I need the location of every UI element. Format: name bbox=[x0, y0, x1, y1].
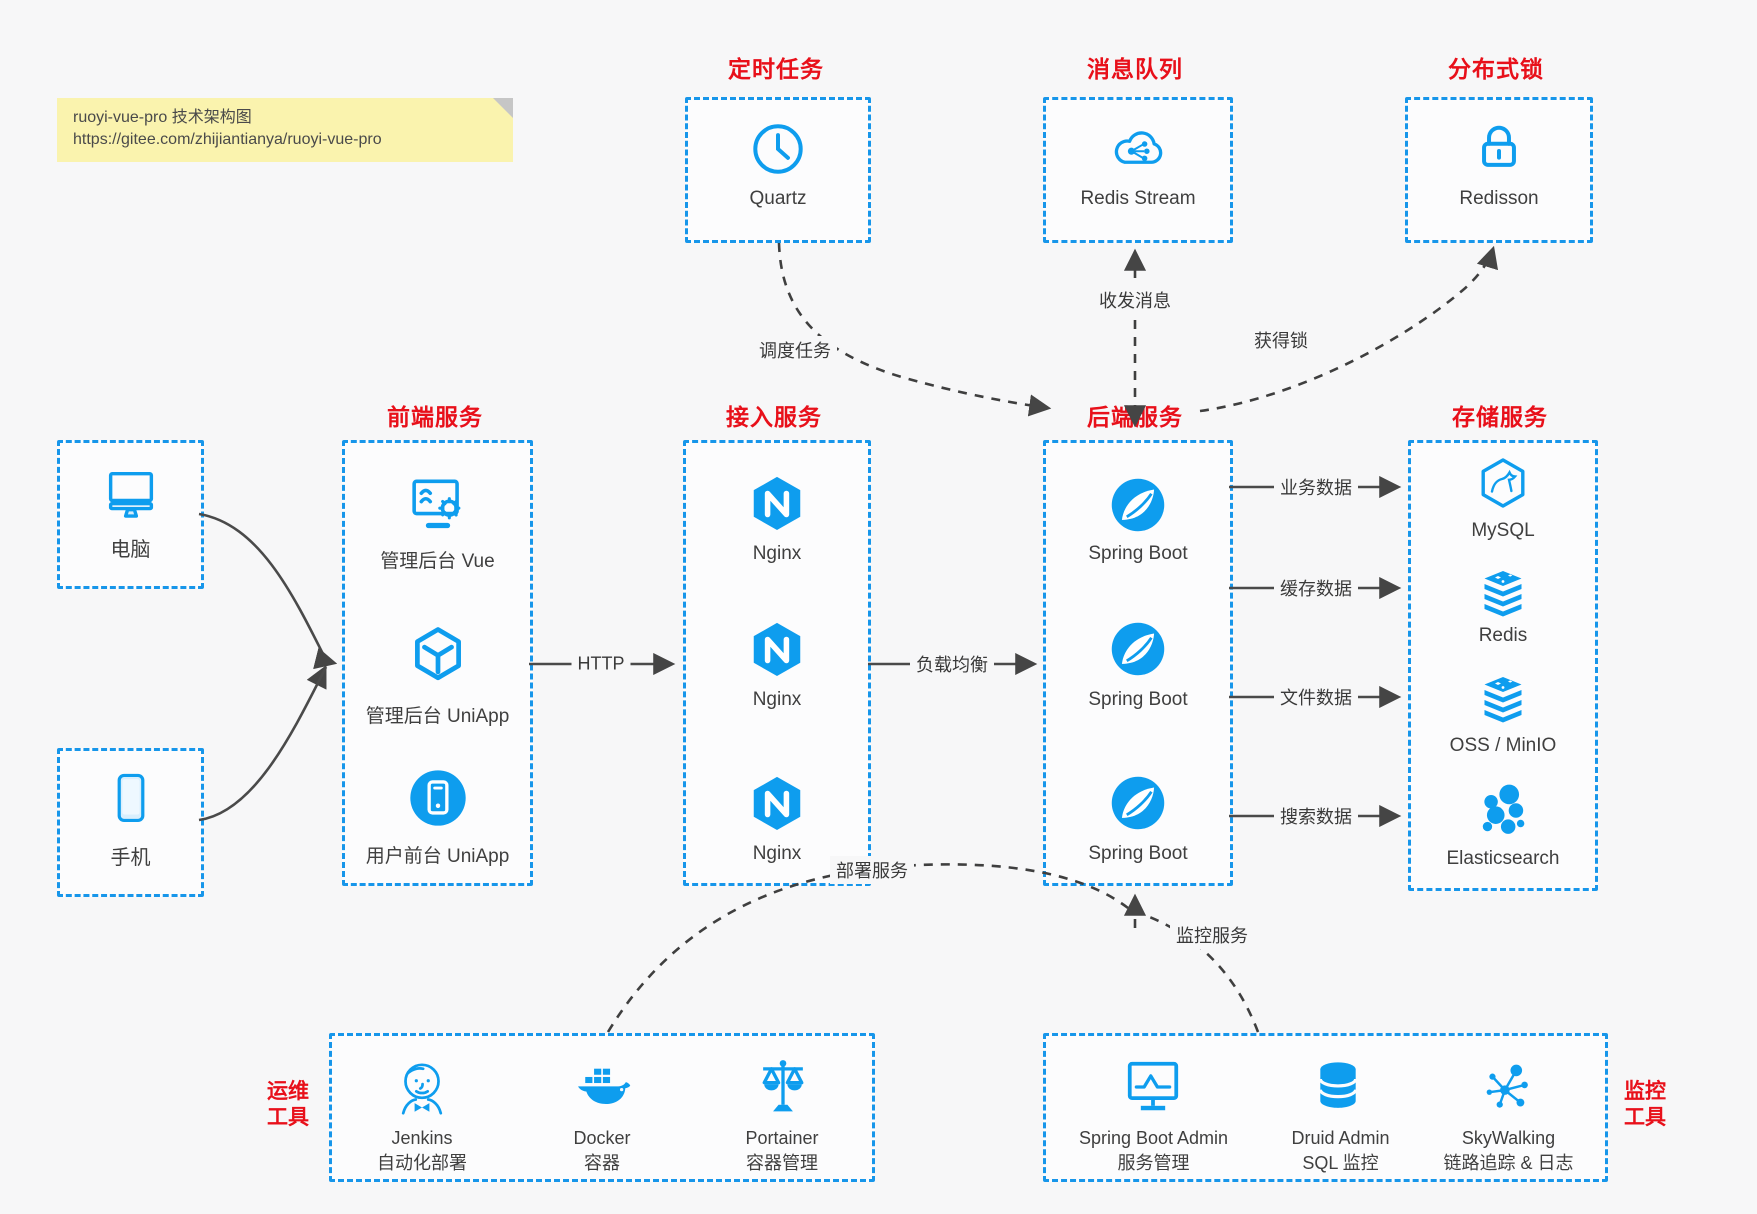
ops-item-desc: 自动化部署 bbox=[377, 1153, 467, 1173]
spring-boot-admin-icon bbox=[1127, 1061, 1179, 1111]
monitor-item-desc: SQL 监控 bbox=[1302, 1153, 1379, 1173]
computer-client-box: 电脑 bbox=[57, 440, 204, 589]
spring-boot-icon bbox=[1111, 776, 1165, 830]
docker-icon bbox=[576, 1068, 631, 1104]
portainer-scales-icon bbox=[762, 1060, 804, 1112]
gateway-item-label: Nginx bbox=[752, 543, 802, 564]
backend-item-label: Spring Boot bbox=[1088, 543, 1188, 564]
ops-item-name: Jenkins bbox=[391, 1128, 453, 1148]
scheduler-box: Quartz bbox=[685, 97, 871, 243]
monitor-item-name: Druid Admin bbox=[1291, 1128, 1390, 1148]
storage-item-label: MySQL bbox=[1471, 520, 1535, 541]
gateway-box: Nginx Nginx Nginx bbox=[683, 440, 871, 886]
cache-data-label: 缓存数据 bbox=[1274, 574, 1358, 602]
load-balance-label: 负载均衡 bbox=[910, 650, 994, 678]
scheduler-item-label: Quartz bbox=[749, 188, 807, 209]
vue-admin-icon bbox=[411, 479, 460, 529]
storage-item-label: OSS / MinIO bbox=[1449, 735, 1557, 756]
phone-client-box: 手机 bbox=[57, 748, 204, 897]
jenkins-icon bbox=[401, 1063, 443, 1115]
frontend-item-label: 管理后台 Vue bbox=[380, 551, 495, 572]
oss-minio-icon bbox=[1484, 677, 1522, 723]
ops-item-name: Docker bbox=[573, 1128, 631, 1148]
druid-database-icon bbox=[1318, 1062, 1358, 1108]
computer-label: 电脑 bbox=[110, 539, 151, 561]
phone-icon bbox=[117, 773, 144, 823]
deploy-service-label: 部署服务 bbox=[830, 856, 914, 884]
computer-icon bbox=[108, 472, 153, 518]
redis-icon bbox=[1484, 571, 1522, 617]
acquire-lock-curve bbox=[1199, 245, 1499, 413]
lock-item-label: Redisson bbox=[1459, 188, 1539, 209]
backend-item-label: Spring Boot bbox=[1088, 689, 1188, 710]
nginx-icon bbox=[753, 476, 801, 531]
nginx-icon bbox=[753, 776, 801, 831]
gateway-title: 接入服务 bbox=[726, 404, 822, 430]
uniapp-cube-icon bbox=[414, 627, 461, 681]
scheduler-title: 定时任务 bbox=[728, 56, 824, 82]
queue-item-label: Redis Stream bbox=[1080, 188, 1196, 209]
clock-icon bbox=[753, 124, 803, 174]
spring-boot-icon bbox=[1111, 478, 1165, 532]
storage-item-label: Elasticsearch bbox=[1446, 848, 1560, 869]
ops-item-desc: 容器 bbox=[584, 1153, 620, 1173]
monitor-tools-title: 监控 工具 bbox=[1624, 1080, 1666, 1129]
ops-item-desc: 容器管理 bbox=[746, 1153, 818, 1173]
note-fold-corner bbox=[493, 98, 513, 118]
deploy-service-curve bbox=[606, 863, 1129, 1033]
frontend-item-label: 管理后台 UniApp bbox=[365, 706, 510, 727]
business-data-label: 业务数据 bbox=[1274, 473, 1358, 501]
queue-title: 消息队列 bbox=[1087, 56, 1183, 82]
cloud-stream-icon bbox=[1114, 131, 1163, 164]
storage-item-label: Redis bbox=[1478, 625, 1528, 646]
lock-icon bbox=[1482, 125, 1516, 167]
file-data-label: 文件数据 bbox=[1274, 683, 1358, 711]
storage-title: 存储服务 bbox=[1452, 404, 1548, 430]
backend-title: 后端服务 bbox=[1087, 404, 1183, 430]
frontend-item-label: 用户前台 UniApp bbox=[365, 846, 510, 867]
backend-item-label: Spring Boot bbox=[1088, 843, 1188, 864]
send-receive-message-label: 收发消息 bbox=[1093, 286, 1177, 314]
monitor-item-desc: 服务管理 bbox=[1117, 1153, 1190, 1173]
backend-box: Spring Boot Spring Boot Spring Boot bbox=[1043, 440, 1233, 886]
mysql-icon bbox=[1481, 458, 1525, 508]
elasticsearch-icon bbox=[1482, 784, 1525, 834]
schedule-task-label: 调度任务 bbox=[753, 336, 837, 364]
lock-title: 分布式锁 bbox=[1448, 56, 1544, 82]
spring-boot-icon bbox=[1111, 622, 1165, 676]
nginx-icon bbox=[753, 622, 801, 677]
frontend-title: 前端服务 bbox=[387, 404, 483, 430]
user-app-icon bbox=[409, 770, 466, 826]
storage-box: MySQL Redis bbox=[1408, 440, 1598, 891]
schedule-task-curve bbox=[777, 242, 1052, 417]
monitor-item-desc: 链路追踪 & 日志 bbox=[1443, 1153, 1574, 1173]
monitor-item-name: SkyWalking bbox=[1461, 1128, 1556, 1148]
phone-label: 手机 bbox=[110, 847, 151, 869]
ops-item-name: Portainer bbox=[745, 1128, 819, 1148]
gateway-item-label: Nginx bbox=[752, 689, 802, 710]
monitor-item-name: Spring Boot Admin bbox=[1078, 1128, 1229, 1148]
frontend-box: 管理后台 Vue 管理后台 UniApp 用户前台 UniApp bbox=[342, 440, 533, 886]
ops-tools-box: Jenkins 自动化部署 Docker 容器 bbox=[329, 1033, 875, 1182]
note-title: ruoyi-vue-pro 技术架构图 bbox=[73, 109, 252, 126]
sticky-note: ruoyi-vue-pro 技术架构图 https://gitee.com/zh… bbox=[57, 98, 513, 162]
ops-tools-title: 运维 工具 bbox=[267, 1080, 309, 1129]
monitor-tools-box: Spring Boot Admin 服务管理 Druid Admin SQL 监… bbox=[1043, 1033, 1608, 1182]
search-data-label: 搜索数据 bbox=[1274, 802, 1358, 830]
http-label: HTTP bbox=[571, 652, 631, 676]
skywalking-icon bbox=[1486, 1064, 1528, 1108]
computer-to-frontend-line bbox=[198, 512, 327, 659]
gateway-item-label: Nginx bbox=[752, 843, 802, 864]
lock-box: Redisson bbox=[1405, 97, 1593, 243]
queue-box: Redis Stream bbox=[1043, 97, 1233, 243]
monitor-service-label: 监控服务 bbox=[1170, 921, 1254, 949]
acquire-lock-label: 获得锁 bbox=[1248, 326, 1314, 354]
note-url: https://gitee.com/zhijiantianya/ruoyi-vu… bbox=[73, 131, 382, 148]
phone-to-frontend-line bbox=[306, 665, 327, 690]
